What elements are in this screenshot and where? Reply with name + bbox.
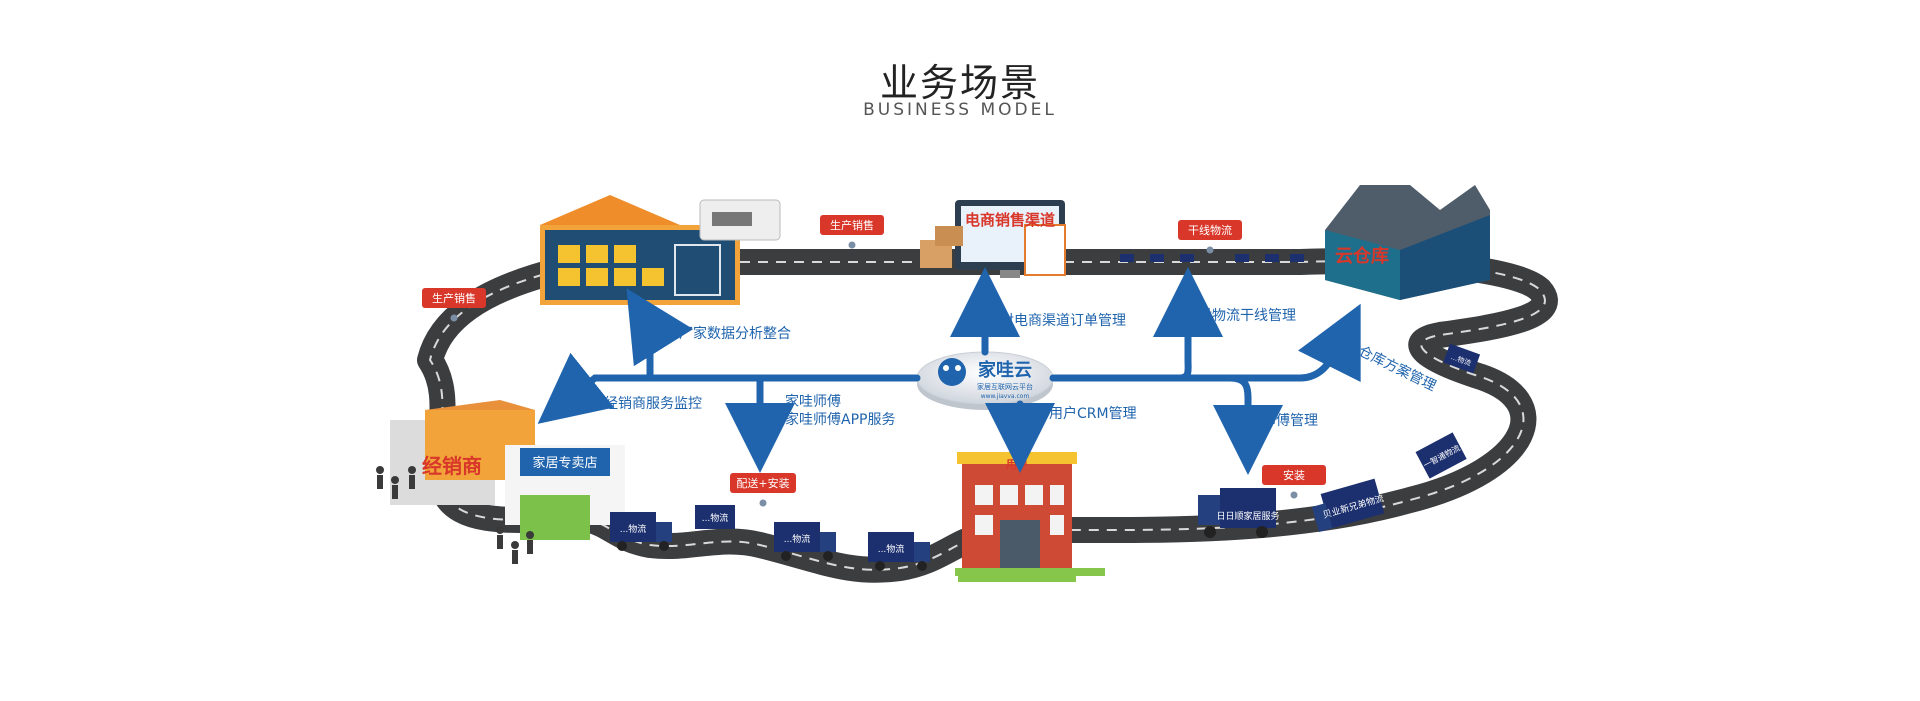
tag-delivery-install: 配送+安装 <box>730 473 796 507</box>
small-trucks-trunk <box>1120 254 1304 262</box>
warehouse-building: 云仓库 <box>1325 185 1490 300</box>
svg-text:安装: 安装 <box>1283 468 1305 482</box>
arrow-label-dealer: 对经销商服务监控 <box>590 396 702 412</box>
warehouse-label: 云仓库 <box>1335 245 1389 267</box>
tag-install: 安装 <box>1262 465 1326 499</box>
svg-text:配送+安装: 配送+安装 <box>736 476 789 490</box>
truck-3: ...物流 <box>774 522 836 561</box>
svg-text:生产销售: 生产销售 <box>432 291 476 305</box>
arrow-label-ecommerce: 对电商渠道订单管理 <box>1000 313 1126 329</box>
people-figures <box>376 466 534 564</box>
arrow-network <box>537 267 1361 475</box>
tag-production-sales-left: 生产销售 <box>422 288 486 322</box>
svg-text:...物流: ...物流 <box>878 543 905 555</box>
svg-text:...物流: ...物流 <box>702 512 729 524</box>
svg-text:干线物流: 干线物流 <box>1188 223 1232 237</box>
truck-4: ...物流 <box>868 532 930 571</box>
truck-8: ...物流 <box>1443 343 1481 374</box>
hub-url: www.jiavva.com <box>981 393 1030 400</box>
ecommerce-node: 电商销售渠道 <box>920 200 1066 278</box>
dealer-store-building: 经销商 家居专卖店 <box>390 400 625 540</box>
ecommerce-label: 电商销售渠道 <box>965 211 1055 229</box>
truck-1: ...物流 <box>610 512 672 551</box>
truck-2: ...物流 <box>695 505 735 529</box>
arrow-label-master: 师傅管理 <box>1262 413 1318 429</box>
svg-text:...物流: ...物流 <box>784 533 811 545</box>
hub-platform: 家哇云 家居互联网云平台 www.jiavva.com <box>916 351 1054 410</box>
store-sign: 家居专卖店 <box>532 455 597 471</box>
arrow-label-trunk: 对物流干线管理 <box>1198 308 1296 324</box>
svg-text:...物流: ...物流 <box>620 523 647 535</box>
arrow-label-factory: 对厂家数据分析整合 <box>665 325 791 342</box>
truck-5: 日日顺家居服务 <box>1198 488 1280 538</box>
tag-trunk: 干线物流 <box>1178 220 1242 254</box>
page-subtitle: BUSINESS MODEL <box>863 100 1057 120</box>
user-label: 用户 <box>1006 457 1028 471</box>
app-brand-label: 家哇师傅 <box>785 393 841 410</box>
hub-name: 家哇云 <box>978 359 1032 381</box>
arrow-label-user: 对用户CRM管理 <box>1035 405 1137 422</box>
app-service-label: 家哇师傅APP服务 <box>785 411 895 428</box>
factory-building <box>540 195 781 305</box>
dealer-label: 经销商 <box>422 454 482 478</box>
svg-text:日日顺家居服务: 日日顺家居服务 <box>1216 510 1279 522</box>
page-title: 业务场景 <box>879 61 1040 105</box>
tag-production-sales-top: 生产销售 <box>820 215 884 249</box>
hub-tagline: 家居互联网云平台 <box>977 382 1033 391</box>
svg-text:生产销售: 生产销售 <box>830 218 874 232</box>
